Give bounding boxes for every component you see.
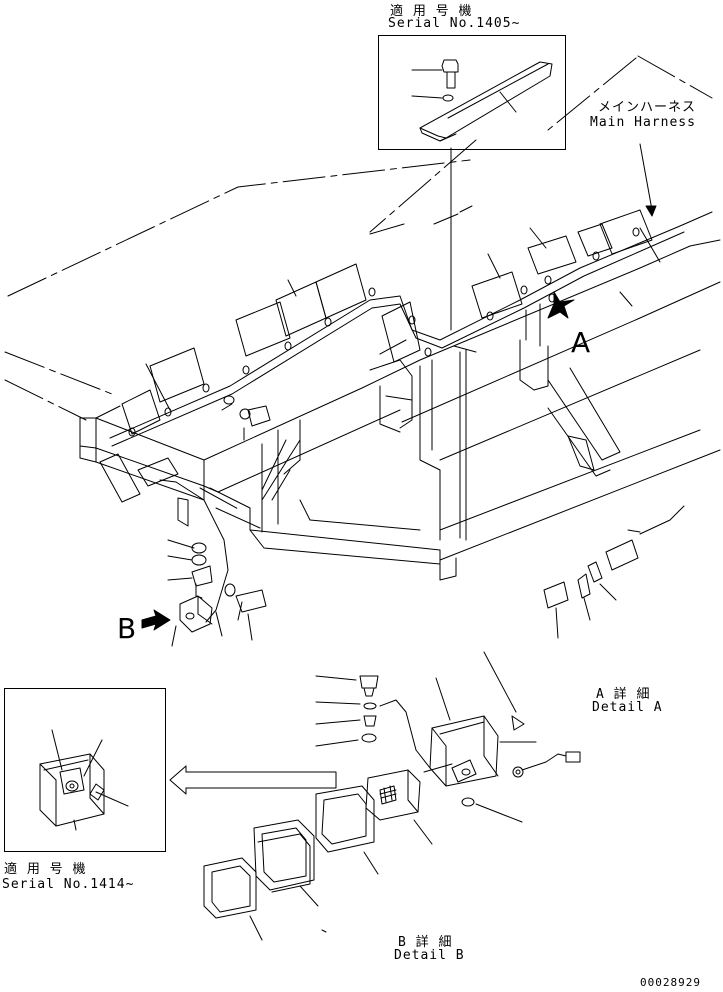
upper-inset-box <box>378 35 566 150</box>
callout-b: B <box>117 612 137 645</box>
frame-bolt <box>221 395 271 441</box>
cable-clamps <box>121 209 661 437</box>
upper-inset-applicable-label: 適 用 号 機 <box>390 4 473 19</box>
cable-run <box>109 211 713 447</box>
main-harness-label-jp: メインハーネス <box>598 100 697 115</box>
detail-a-label-en: Detail A <box>592 700 663 715</box>
detail-b-lens-guard <box>365 769 433 845</box>
upper-inset-bolt <box>441 59 459 102</box>
frame-leader-lines <box>145 205 633 411</box>
arrow-a-icon <box>547 291 575 319</box>
chassis-phantom-lines <box>4 55 713 511</box>
detail-b-bolts <box>315 675 379 747</box>
lower-inset-applicable-label: 適 用 号 機 <box>4 862 87 877</box>
main-harness-leader <box>639 143 653 211</box>
transfer-arrow <box>169 765 337 795</box>
lower-inset-lamp <box>39 729 129 831</box>
arrow-b-icon <box>141 609 171 631</box>
main-frame <box>79 239 721 581</box>
detail-b-label-en: Detail B <box>394 948 465 963</box>
detail-b-rim <box>203 857 327 941</box>
upper-inset-leader-2 <box>411 95 443 99</box>
detail-b-lens <box>253 819 319 907</box>
callout-a: A <box>571 326 591 359</box>
lower-inset-box <box>4 688 166 852</box>
detail-a-label-jp: A 詳 細 <box>596 687 651 702</box>
upper-inset-serial-label: Serial No.1405~ <box>388 16 521 31</box>
upper-inset-bracket <box>419 61 553 142</box>
detail-b-lamp-housing <box>423 651 537 823</box>
detail-b-label-jp: B 詳 細 <box>398 935 453 950</box>
left-bracket-assembly <box>99 453 267 641</box>
drawing-number: 00028929 <box>640 976 701 989</box>
detail-a-connectors <box>543 505 685 639</box>
main-harness-arrowhead <box>645 205 657 217</box>
main-harness-label-en: Main Harness <box>590 115 696 130</box>
upper-inset-leader-3 <box>499 91 517 113</box>
detail-b-gasket <box>315 785 379 875</box>
lower-inset-serial-label: Serial No.1414~ <box>2 877 135 892</box>
frame-work-lamp <box>171 595 213 647</box>
detail-b-cord <box>379 699 581 778</box>
